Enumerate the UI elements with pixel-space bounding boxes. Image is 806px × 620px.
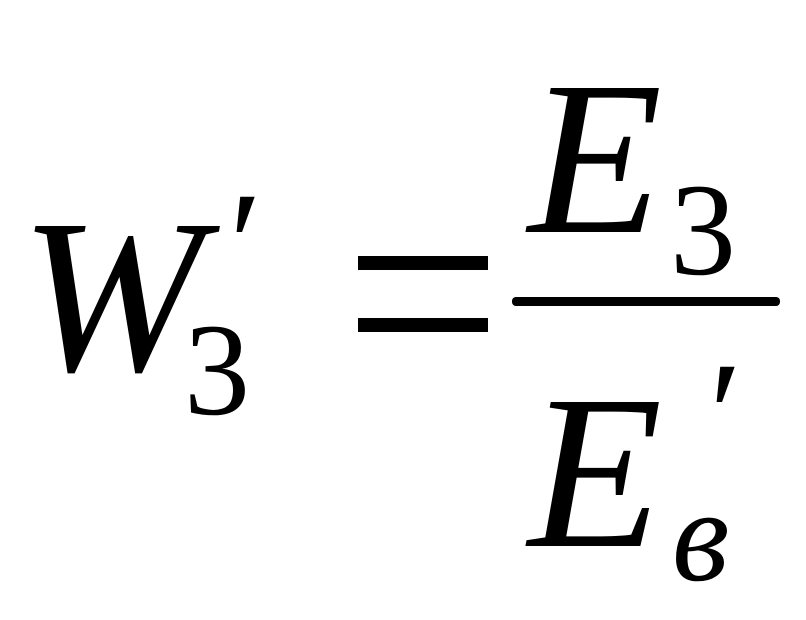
equals-sign-bottom-bar bbox=[358, 318, 488, 332]
lhs-subscript: 3 bbox=[184, 296, 250, 443]
denominator-subscript: в bbox=[672, 462, 730, 609]
numerator-variable: E bbox=[528, 36, 663, 280]
lhs-prime: ′ bbox=[220, 162, 253, 328]
denominator-prime: ′ bbox=[700, 332, 733, 498]
equals-sign-top-bar bbox=[358, 256, 488, 270]
denominator-variable: E bbox=[528, 350, 663, 594]
fraction-bar bbox=[512, 297, 780, 306]
numerator-subscript: 3 bbox=[670, 156, 736, 303]
lhs-variable: W bbox=[20, 174, 204, 418]
